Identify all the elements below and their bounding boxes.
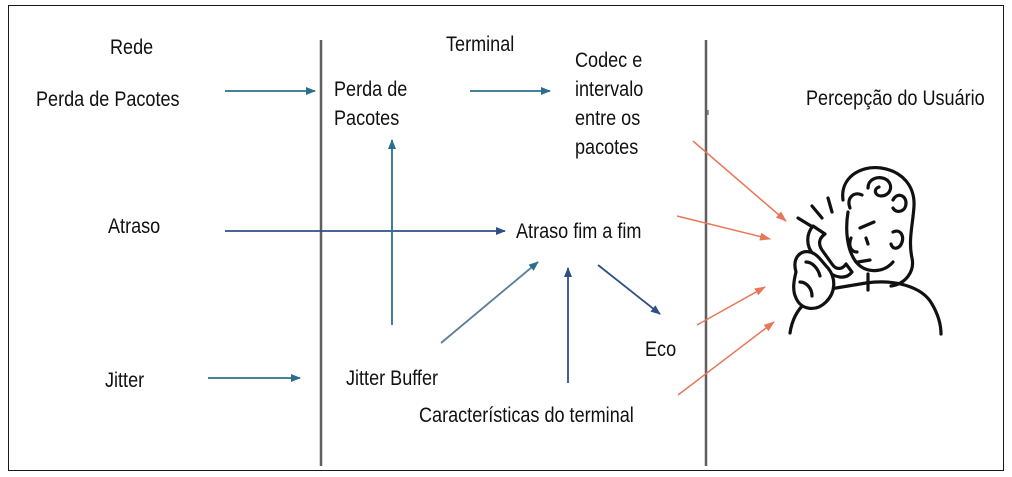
- arrow-jitter-buffer-to-end-to-end: [440, 261, 539, 344]
- arrow-echo-to-user: [696, 286, 766, 326]
- arrow-end-to-end-to-echo: [597, 264, 661, 315]
- arrow-codec-to-user: [692, 140, 787, 222]
- terminal-packet-loss-line-2: Pacotes: [334, 107, 400, 130]
- terminal-header: Terminal: [446, 33, 515, 56]
- arrow-terminal-characteristics-to-user: [677, 321, 775, 396]
- codec-line-3: entre os: [575, 107, 641, 130]
- network-delay-label: Atraso: [108, 215, 161, 238]
- terminal-packet-loss-label: Perda de Pacotes: [334, 75, 407, 133]
- network-jitter-label: Jitter: [105, 369, 145, 392]
- user-perception-header: Percepção do Usuário: [806, 87, 985, 110]
- terminal-packet-loss-line-1: Perda de: [334, 78, 408, 101]
- codec-interval-label: Codec e intervalo entre os pacotes: [575, 46, 643, 162]
- codec-line-4: pacotes: [575, 136, 639, 159]
- end-to-end-delay-label: Atraso fim a fim: [516, 220, 642, 243]
- arrow-end-to-end-to-user: [676, 215, 771, 241]
- echo-label: Eco: [645, 338, 677, 361]
- diagram-frame: [8, 5, 1004, 471]
- codec-line-2: intervalo: [575, 78, 644, 101]
- codec-line-1: Codec e: [575, 49, 643, 72]
- terminal-characteristics-label: Características do terminal: [419, 404, 634, 427]
- network-header: Rede: [110, 36, 154, 59]
- network-packet-loss-label: Perda de Pacotes: [36, 88, 180, 111]
- person-on-phone-icon: [788, 165, 943, 336]
- jitter-buffer-label: Jitter Buffer: [346, 367, 439, 390]
